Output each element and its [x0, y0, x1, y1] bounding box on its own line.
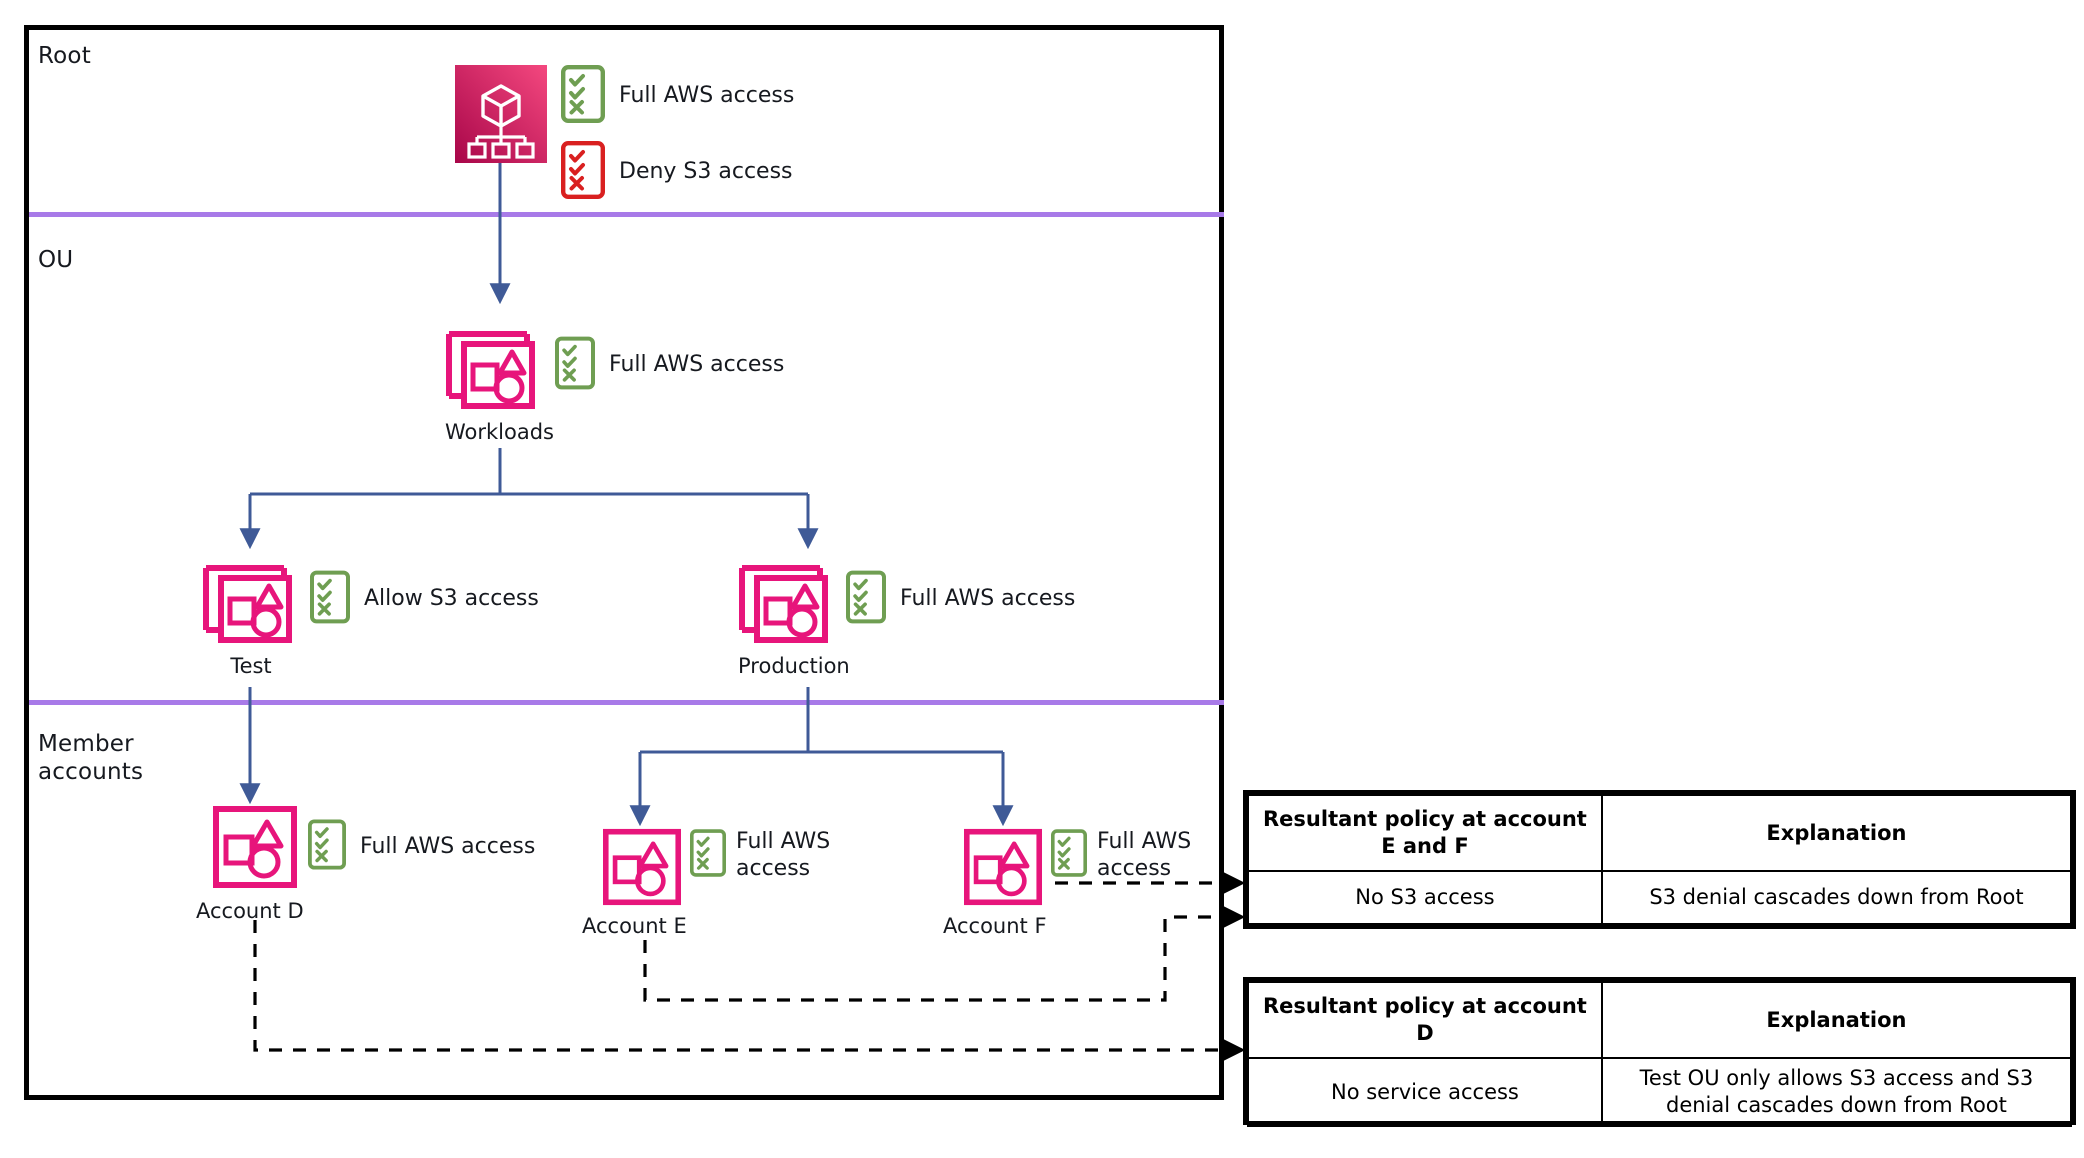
organization-frame: [24, 25, 1224, 1100]
node-caption: Account D: [196, 899, 304, 923]
tier-label-root: Root: [38, 43, 91, 69]
node-account-e[interactable]: Full AWS access Account E: [582, 828, 830, 939]
node-caption: Workloads: [445, 420, 554, 444]
organizational-unit-icon: [445, 318, 543, 414]
tier-label-member-accounts: Member accounts: [38, 731, 144, 785]
table-row: No service access Test OU only allows S3…: [1247, 1057, 2073, 1127]
allow-policy-badge-icon: [555, 336, 595, 394]
deny-policy-badge-icon: [561, 141, 605, 203]
node-workloads-ou[interactable]: Full AWS access Workloads: [445, 318, 784, 445]
node-test-ou[interactable]: Allow S3 access Test: [202, 552, 539, 679]
node-caption: Account E: [582, 914, 687, 938]
allow-policy-badge-icon: [846, 570, 886, 628]
allow-policy-badge-icon: [310, 570, 350, 628]
table-cell-policy: No service access: [1247, 1057, 1603, 1127]
tier-divider-ou: [29, 212, 1224, 217]
node-caption: Production: [738, 654, 850, 678]
aws-account-icon: [963, 828, 1043, 910]
table-header-policy: Resultant policy at account E and F: [1247, 794, 1603, 872]
node-caption: Test: [230, 654, 272, 678]
node-account-f[interactable]: Full AWS access Account F: [943, 828, 1191, 939]
policy-label: Full AWS access: [736, 829, 831, 881]
table-cell-explanation: Test OU only allows S3 access and S3 den…: [1600, 1057, 2073, 1127]
tier-label-ou: OU: [38, 247, 74, 273]
policy-chip-root-deny-s3[interactable]: Deny S3 access: [561, 141, 794, 203]
allow-policy-badge-icon: [1051, 829, 1087, 881]
node-root[interactable]: Full AWS access Deny S3 acce: [455, 65, 794, 203]
table-header-policy: Resultant policy at account D: [1247, 981, 1603, 1059]
organizational-unit-icon: [738, 552, 836, 648]
table-header-explanation: Explanation: [1600, 794, 2073, 872]
aws-account-icon: [602, 828, 682, 910]
node-caption: Account F: [943, 914, 1047, 938]
policy-chip-workloads-full-access[interactable]: Full AWS access: [555, 336, 784, 394]
policy-chip-root-full-access[interactable]: Full AWS access: [561, 65, 794, 127]
resultant-policy-table-d: Resultant policy at account D Explanatio…: [1243, 977, 2076, 1127]
policy-chip-account-d-full-access[interactable]: Full AWS access: [308, 819, 535, 874]
policy-chip-test-allow-s3[interactable]: Allow S3 access: [310, 570, 539, 628]
policy-label: Full AWS access: [360, 833, 536, 859]
policy-label: Full AWS access: [619, 83, 795, 108]
table-row: No S3 access S3 denial cascades down fro…: [1247, 870, 2073, 925]
allow-policy-badge-icon: [561, 65, 605, 127]
policy-chip-account-f-full-access[interactable]: Full AWS access: [1051, 828, 1191, 882]
resultant-policy-table-e-and-f: Resultant policy at account E and F Expl…: [1243, 790, 2076, 929]
allow-policy-badge-icon: [690, 829, 726, 881]
node-production-ou[interactable]: Full AWS access Production: [738, 552, 1075, 679]
policy-label: Deny S3 access: [619, 159, 793, 184]
aws-organizations-root-icon: [455, 65, 547, 167]
table-cell-policy: No S3 access: [1247, 870, 1603, 925]
tier-divider-member-accounts: [29, 700, 1224, 705]
aws-account-icon: [212, 805, 298, 893]
policy-label: Full AWS access: [900, 586, 1076, 611]
allow-policy-badge-icon: [308, 819, 346, 874]
table-cell-explanation: S3 denial cascades down from Root: [1600, 870, 2073, 925]
policy-label: Full AWS access: [609, 352, 785, 377]
organizational-unit-icon: [202, 552, 300, 648]
policy-label: Allow S3 access: [364, 586, 539, 611]
node-account-d[interactable]: Full AWS access Account D: [196, 805, 535, 924]
policy-chip-production-full-access[interactable]: Full AWS access: [846, 570, 1075, 628]
table-header-explanation: Explanation: [1600, 981, 2073, 1059]
policy-label: Full AWS access: [1097, 829, 1192, 881]
policy-chip-account-e-full-access[interactable]: Full AWS access: [690, 828, 830, 882]
